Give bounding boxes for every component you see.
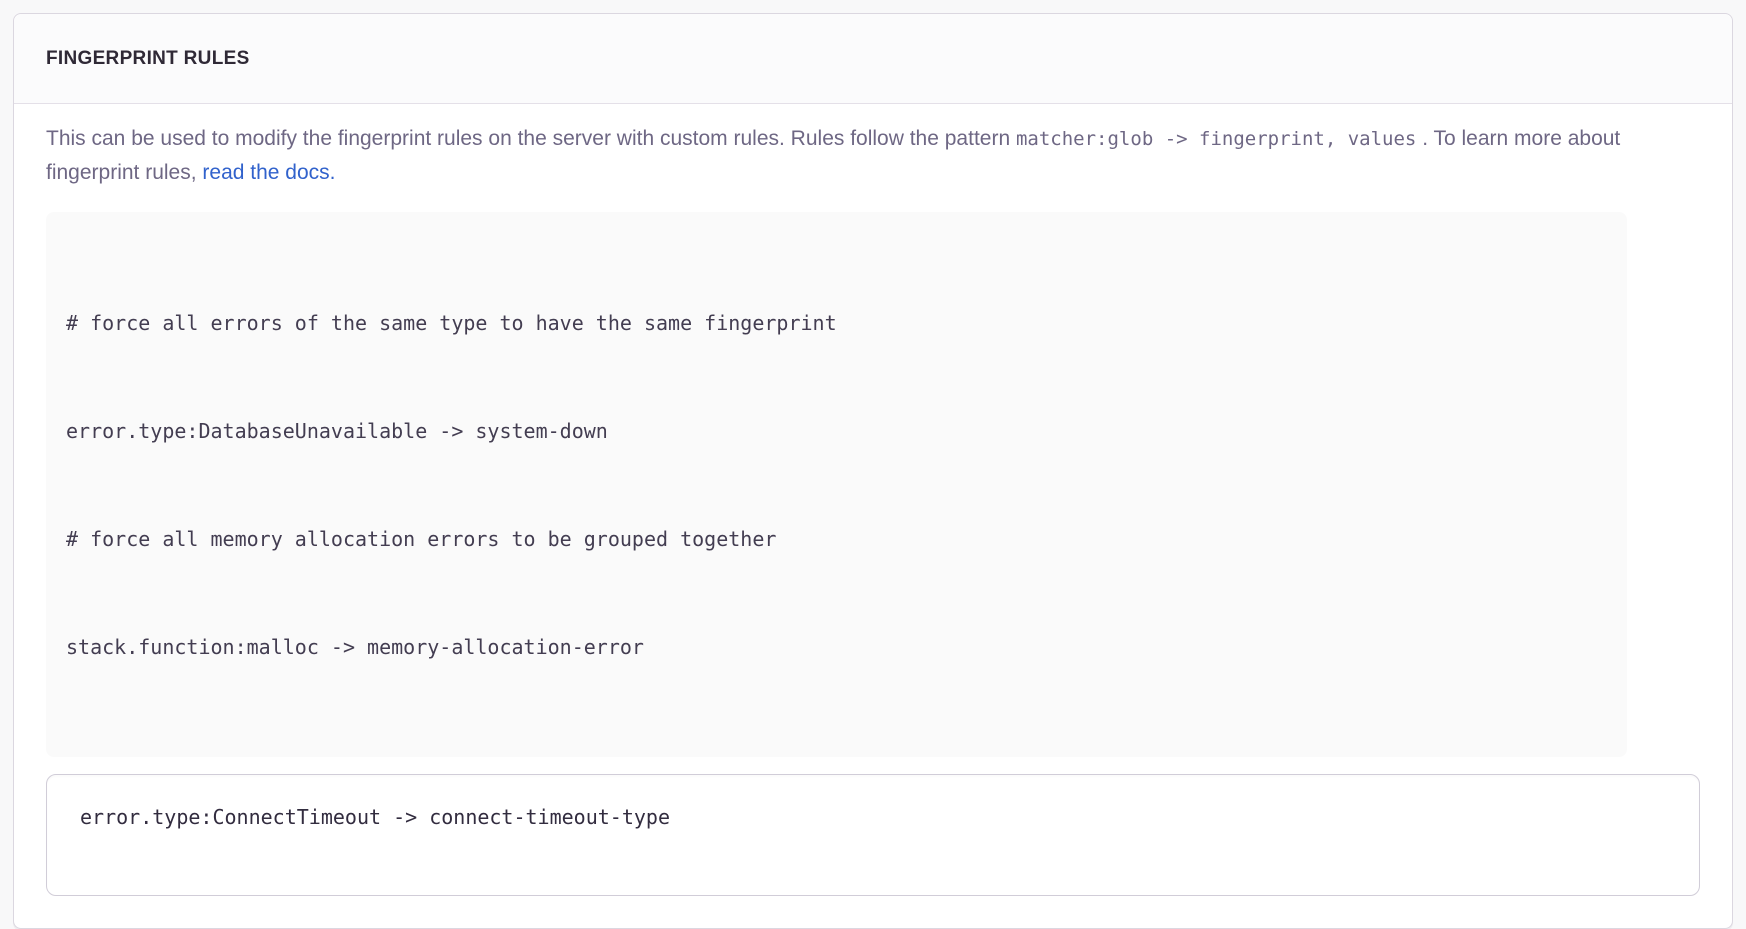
- inline-code-pattern: matcher:glob -> fingerprint, values: [1015, 128, 1417, 150]
- fingerprint-rules-panel: FINGERPRINT RULES This can be used to mo…: [13, 13, 1733, 929]
- panel-body: This can be used to modify the fingerpri…: [14, 104, 1732, 928]
- code-line: # force all memory allocation errors to …: [66, 527, 777, 551]
- description-text-before: This can be used to modify the fingerpri…: [46, 127, 1011, 150]
- read-the-docs-link[interactable]: read the docs.: [202, 161, 336, 184]
- code-line: stack.function:malloc -> memory-allocati…: [66, 635, 644, 659]
- description-text-after: . To learn more about fingerprint rules,: [46, 127, 1621, 184]
- fingerprint-rules-input[interactable]: error.type:ConnectTimeout -> connect-tim…: [46, 774, 1700, 896]
- code-line: # force all errors of the same type to h…: [66, 311, 837, 335]
- code-line: error.type:DatabaseUnavailable -> system…: [66, 419, 608, 443]
- panel-header: FINGERPRINT RULES: [14, 14, 1732, 104]
- panel-description: This can be used to modify the fingerpri…: [46, 122, 1700, 190]
- panel-title: FINGERPRINT RULES: [46, 47, 250, 69]
- example-code-block: # force all errors of the same type to h…: [46, 212, 1627, 757]
